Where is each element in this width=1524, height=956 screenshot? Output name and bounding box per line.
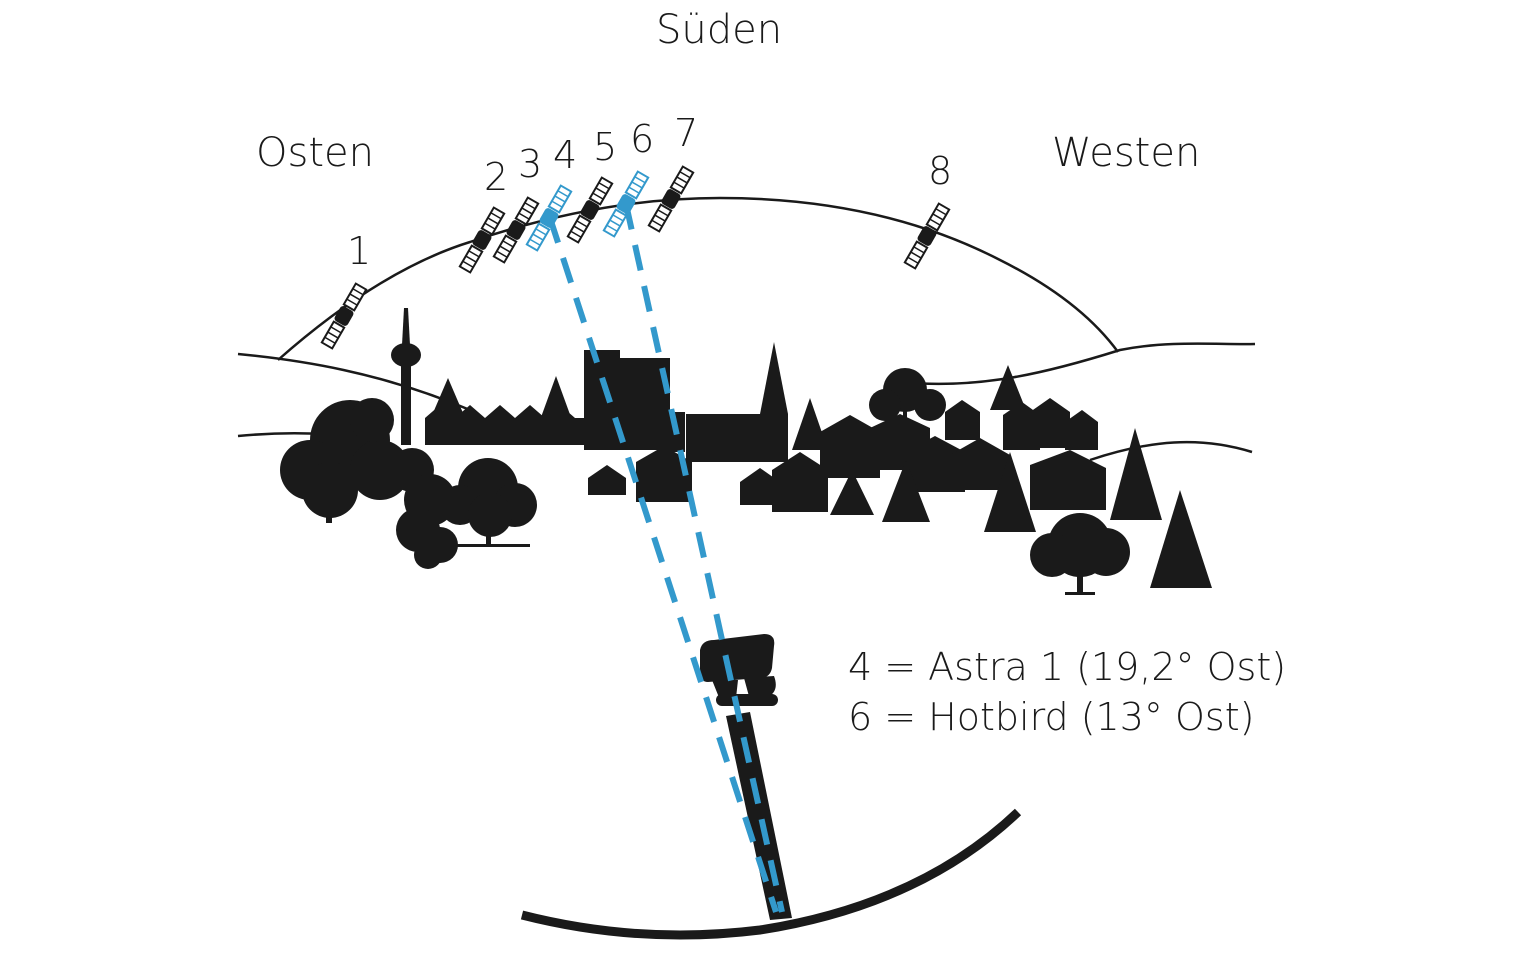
ground-arc	[520, 808, 1022, 940]
legend-line-1: 4 = Astra 1 (19,2° Ost)	[848, 645, 1287, 689]
tree-right	[1030, 513, 1130, 595]
hill-line-back	[237, 352, 471, 412]
direction-east: Osten	[256, 130, 374, 176]
satellites	[320, 165, 951, 350]
satellite-number-3: 3	[518, 142, 543, 186]
orbit-arc	[277, 196, 1120, 361]
beam-satellite-6	[623, 203, 785, 913]
satellite-8-icon	[903, 202, 951, 270]
legend-line-2: 6 = Hotbird (13° Ost)	[848, 695, 1255, 739]
tree-left-3	[440, 458, 537, 547]
trees	[280, 365, 1212, 595]
satellite-4-icon	[525, 184, 573, 252]
beams	[547, 203, 785, 913]
satellite-7-icon	[647, 165, 695, 233]
tree-hill	[869, 368, 946, 435]
satellite-number-8: 8	[928, 149, 953, 193]
direction-west: Westen	[1052, 130, 1201, 176]
tree-left-1	[280, 398, 410, 523]
satellite-5-icon	[566, 176, 614, 244]
satellite-number-7: 7	[674, 111, 699, 155]
satellite-number-5: 5	[593, 125, 618, 169]
beam-satellite-4	[547, 217, 779, 913]
hill-line-front-right	[1089, 440, 1253, 462]
satellite-2-icon	[458, 206, 506, 274]
satellite-6-icon	[602, 170, 650, 238]
direction-south: Süden	[656, 7, 783, 53]
satellite-1-icon	[320, 282, 368, 350]
hill-line-right	[899, 342, 1256, 386]
satellite-number-4: 4	[553, 133, 578, 177]
satellite-3-icon	[492, 196, 540, 264]
satellite-number-1: 1	[347, 229, 372, 273]
observer	[700, 634, 792, 920]
satellite-number-2: 2	[484, 155, 509, 199]
satellite-number-6: 6	[630, 117, 655, 161]
